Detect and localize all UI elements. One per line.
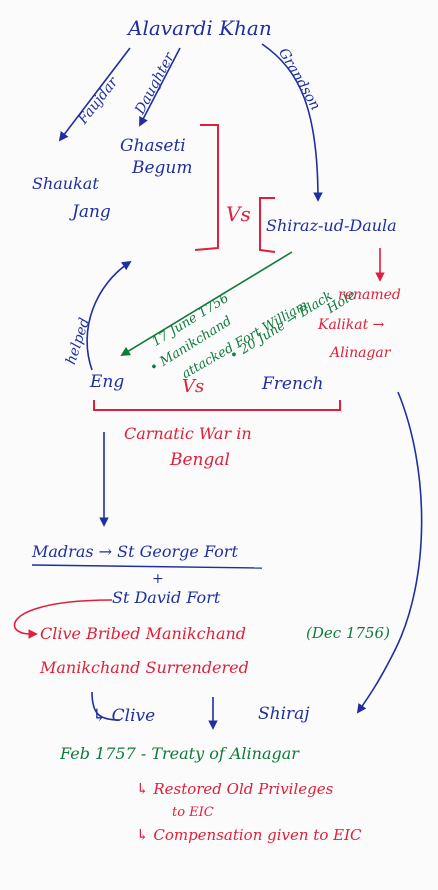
- grandson-arrow: [261, 43, 323, 202]
- clive-bribed-manikchand: Clive Bribed Manikchand: [40, 624, 247, 643]
- ghaseti-begum-node-line2: Begum: [132, 158, 193, 178]
- versus-label-top: Vs: [226, 202, 251, 226]
- shaukat-jang-node-line1: Shaukat: [32, 174, 99, 193]
- alivardi-khan-node: Alavardi Khan: [128, 16, 272, 40]
- madras-st-george-fort: Madras → St George Fort: [32, 542, 238, 561]
- fort-underline: [31, 564, 263, 569]
- bribe-date: (Dec 1756): [306, 624, 390, 642]
- siraj-short-node: Shiraj: [258, 704, 310, 724]
- shaukat-jang-node-line2: Jang: [72, 202, 111, 222]
- bracket-right: [259, 197, 276, 253]
- attack-arrow: [120, 251, 293, 356]
- treaty-point-restored-privileges: ↳ Restored Old Privileges: [136, 780, 334, 798]
- treaty-point-restored-privileges-line2: to EIC: [172, 805, 214, 820]
- renamed-line1: renamed: [338, 287, 401, 303]
- faujdar-arrow: [58, 47, 131, 142]
- carnatic-war-line2: Bengal: [170, 450, 230, 470]
- bracket-left: [194, 124, 219, 251]
- carnatic-war-line1: Carnatic War in: [124, 424, 252, 443]
- conflict-brace: [93, 400, 341, 411]
- treaty-point-compensation: ↳ Compensation given to EIC: [136, 826, 362, 844]
- fort-plus-sign: +: [152, 571, 164, 587]
- renamed-line2: Kalikat →: [318, 317, 385, 333]
- siraj-long-arrow: [356, 391, 423, 714]
- helped-arrow: [86, 260, 132, 371]
- versus-label-mid: Vs: [182, 376, 205, 397]
- bribe-loop: [13, 599, 113, 639]
- treaty-of-alinagar-title: Feb 1757 - Treaty of Alinagar: [60, 744, 299, 763]
- eng-node: Eng: [90, 372, 125, 392]
- siraj-ud-daula-node: Shiraz-ud-Daula: [266, 216, 397, 235]
- st-david-fort: St David Fort: [112, 588, 221, 607]
- manikchand-surrendered: Manikchand Surrendered: [40, 658, 249, 677]
- clive-loop: [91, 691, 121, 721]
- french-node: French: [262, 374, 324, 394]
- daughter-arrow: [139, 47, 181, 127]
- renamed-line3: Alinagar: [330, 345, 391, 361]
- ghaseti-begum-node-line1: Ghaseti: [120, 136, 186, 156]
- clive-node: ↳ Clive: [92, 706, 156, 726]
